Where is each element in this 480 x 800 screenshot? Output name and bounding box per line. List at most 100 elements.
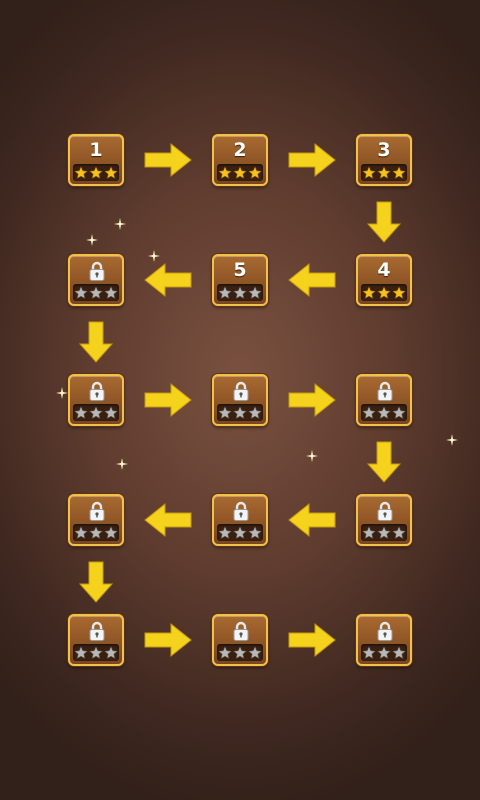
level-number: 1: [89, 139, 103, 161]
lock-icon: [89, 261, 105, 281]
star-filled-icon: [248, 165, 262, 179]
star-rating: [361, 524, 407, 541]
star-rating: [73, 644, 119, 661]
star-rating: [361, 644, 407, 661]
sparkle-icon: [86, 234, 98, 246]
star-rating: [217, 644, 263, 661]
star-empty-icon: [233, 405, 247, 419]
star-empty-icon: [104, 525, 118, 539]
star-empty-icon: [104, 645, 118, 659]
star-empty-icon: [218, 645, 232, 659]
level-tile-8[interactable]: [212, 374, 268, 426]
arrow-left-icon: [144, 262, 192, 298]
star-empty-icon: [218, 405, 232, 419]
lock-icon: [377, 501, 393, 521]
sparkle-icon: [446, 434, 458, 446]
star-filled-icon: [89, 165, 103, 179]
level-tile-9[interactable]: [356, 374, 412, 426]
level-number: 2: [233, 139, 247, 161]
star-empty-icon: [233, 285, 247, 299]
arrow-left-icon: [288, 262, 336, 298]
arrow-down-icon: [366, 201, 402, 243]
lock-icon: [233, 621, 249, 641]
star-filled-icon: [377, 165, 391, 179]
star-rating: [217, 524, 263, 541]
lock-icon: [233, 501, 249, 521]
lock-icon: [89, 501, 105, 521]
star-empty-icon: [392, 645, 406, 659]
arrow-right-icon: [144, 142, 192, 178]
sparkle-icon: [114, 218, 126, 230]
star-empty-icon: [362, 405, 376, 419]
star-empty-icon: [362, 645, 376, 659]
star-empty-icon: [74, 405, 88, 419]
star-filled-icon: [377, 285, 391, 299]
level-tile-11[interactable]: [212, 494, 268, 546]
star-rating: [217, 404, 263, 421]
level-tile-2[interactable]: 2: [212, 134, 268, 186]
star-filled-icon: [392, 285, 406, 299]
arrow-left-icon: [288, 502, 336, 538]
level-tile-1[interactable]: 1: [68, 134, 124, 186]
arrow-right-icon: [144, 382, 192, 418]
star-rating: [361, 164, 407, 181]
level-number: 3: [377, 139, 391, 161]
sparkle-icon: [56, 387, 68, 399]
level-tile-14[interactable]: [212, 614, 268, 666]
star-rating: [73, 284, 119, 301]
star-empty-icon: [74, 285, 88, 299]
level-tile-3[interactable]: 3: [356, 134, 412, 186]
star-rating: [361, 284, 407, 301]
lock-icon: [377, 621, 393, 641]
arrow-right-icon: [144, 622, 192, 658]
star-rating: [73, 404, 119, 421]
star-empty-icon: [392, 405, 406, 419]
star-filled-icon: [392, 165, 406, 179]
level-tile-4[interactable]: 4: [356, 254, 412, 306]
star-empty-icon: [218, 285, 232, 299]
star-rating: [361, 404, 407, 421]
star-rating: [217, 164, 263, 181]
lock-icon: [89, 381, 105, 401]
level-tile-7[interactable]: [68, 374, 124, 426]
star-filled-icon: [362, 285, 376, 299]
star-empty-icon: [89, 525, 103, 539]
star-rating: [73, 164, 119, 181]
level-number: 4: [377, 259, 391, 281]
star-empty-icon: [248, 645, 262, 659]
level-tile-6[interactable]: [68, 254, 124, 306]
star-rating: [73, 524, 119, 541]
arrow-left-icon: [144, 502, 192, 538]
star-empty-icon: [377, 525, 391, 539]
star-empty-icon: [104, 405, 118, 419]
star-empty-icon: [377, 405, 391, 419]
star-empty-icon: [233, 645, 247, 659]
level-tile-10[interactable]: [356, 494, 412, 546]
star-empty-icon: [89, 285, 103, 299]
star-empty-icon: [74, 525, 88, 539]
arrow-right-icon: [288, 142, 336, 178]
level-tile-15[interactable]: [356, 614, 412, 666]
level-tile-5[interactable]: 5: [212, 254, 268, 306]
level-tile-13[interactable]: [68, 614, 124, 666]
sparkle-icon: [116, 458, 128, 470]
star-empty-icon: [248, 525, 262, 539]
lock-icon: [233, 381, 249, 401]
star-empty-icon: [248, 405, 262, 419]
level-tile-12[interactable]: [68, 494, 124, 546]
star-empty-icon: [218, 525, 232, 539]
star-filled-icon: [362, 165, 376, 179]
star-empty-icon: [362, 525, 376, 539]
star-rating: [217, 284, 263, 301]
star-filled-icon: [218, 165, 232, 179]
sparkle-icon: [306, 450, 318, 462]
star-empty-icon: [104, 285, 118, 299]
arrow-down-icon: [78, 321, 114, 363]
arrow-right-icon: [288, 622, 336, 658]
star-empty-icon: [74, 645, 88, 659]
arrow-down-icon: [366, 441, 402, 483]
lock-icon: [89, 621, 105, 641]
star-empty-icon: [392, 525, 406, 539]
star-empty-icon: [248, 285, 262, 299]
